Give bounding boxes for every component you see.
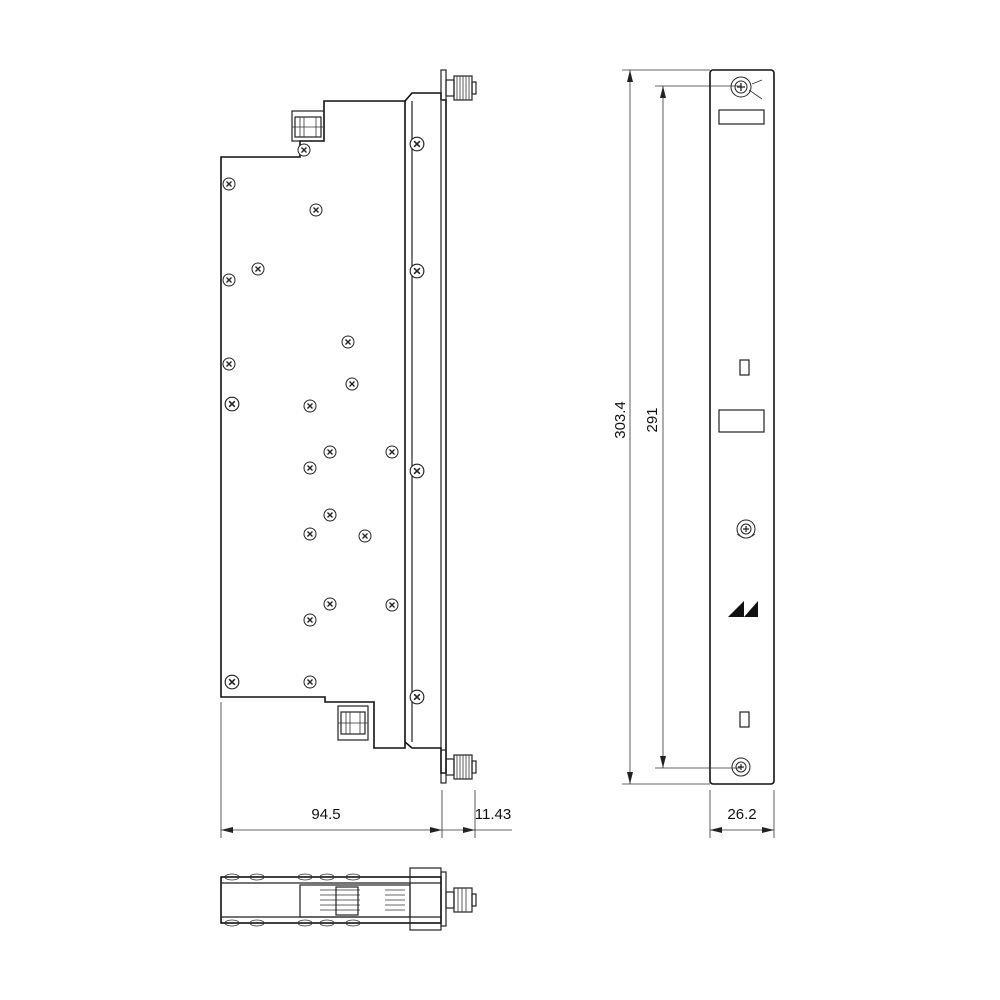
brand-logo xyxy=(728,601,758,617)
side-flange xyxy=(404,92,447,774)
height-mounting-label: 291 xyxy=(644,407,661,432)
height-overall-label: 303.4 xyxy=(612,401,629,439)
side-dimensions xyxy=(220,702,512,838)
front-panel-view: 303.4 291 26.2 xyxy=(612,69,775,838)
width-body-label: 94.5 xyxy=(311,806,340,823)
top-connector xyxy=(445,75,477,101)
lower-side-connector xyxy=(337,705,369,741)
upper-side-connector xyxy=(291,110,325,142)
bottom-view xyxy=(220,867,477,931)
bottom-connector-side xyxy=(445,887,477,913)
front-panel-outline xyxy=(709,69,775,785)
connector-depth-label: 11.43 xyxy=(475,806,511,823)
side-screws xyxy=(222,136,425,705)
front-width-label: 26.2 xyxy=(727,806,756,823)
side-view: 94.5 11.43 xyxy=(220,69,512,838)
bottom-connector xyxy=(445,754,477,780)
side-body-outline xyxy=(220,100,406,749)
front-dimensions xyxy=(622,69,775,838)
